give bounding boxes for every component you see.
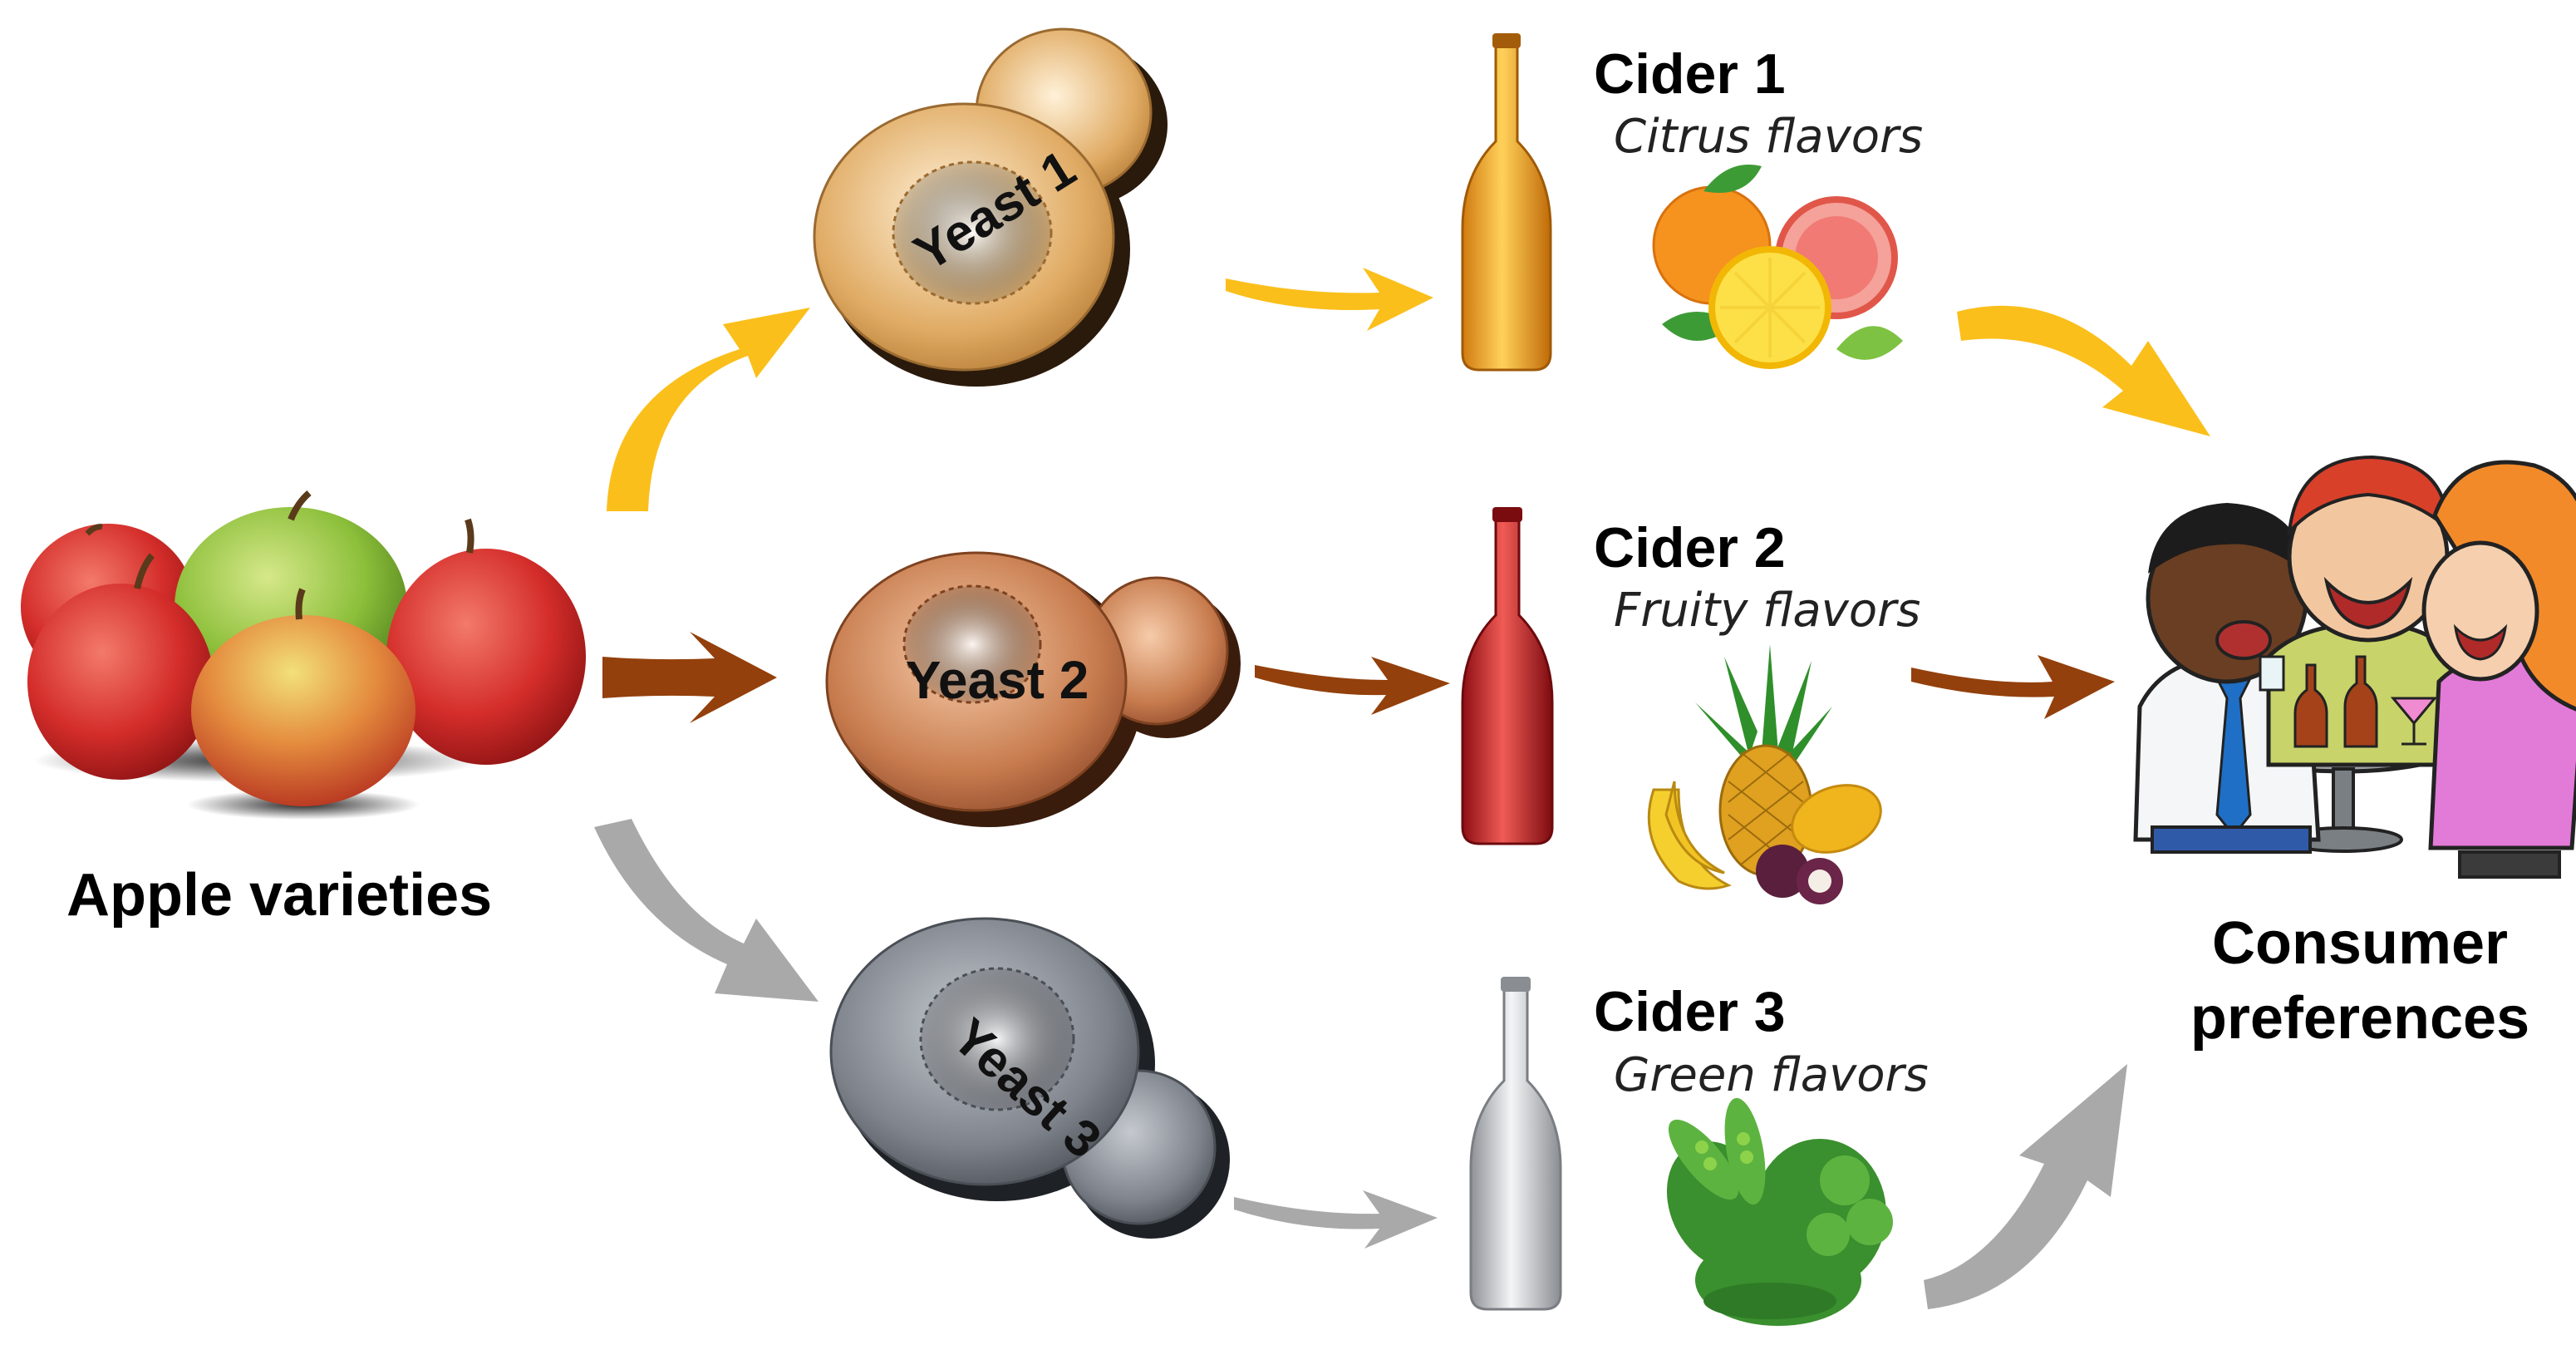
consumers-drinking-icon xyxy=(2133,455,2576,879)
arrow-apples-to-yeast2 xyxy=(602,632,777,723)
citrus-fruits-icon xyxy=(1652,165,1903,369)
cider-3-flavor: Green flavors xyxy=(1614,1048,1929,1102)
yeast-3-cell: Yeast 3 xyxy=(829,917,1230,1239)
cider-2-flavor: Fruity flavors xyxy=(1614,584,1920,638)
cider-1-flavor: Citrus flavors xyxy=(1614,110,1923,164)
yeast-1-cell: Yeast 1 xyxy=(813,27,1168,387)
arrow-yeast3-to-cider3 xyxy=(1234,1190,1438,1249)
yeast-2-cell: Yeast 2 xyxy=(825,551,1241,827)
green-vegetables-icon xyxy=(1666,1097,1893,1326)
arrow-yeast2-to-cider2 xyxy=(1255,657,1450,715)
cider-1-title: Cider 1 xyxy=(1594,42,1786,106)
arrow-cider3-to-consumers xyxy=(1924,1064,2127,1309)
apple-varieties-label: Apple varieties xyxy=(66,862,493,929)
cider-1-bottle-icon xyxy=(1461,33,1552,372)
cider-3-title: Cider 3 xyxy=(1594,980,1786,1043)
apples-icon xyxy=(21,490,586,820)
yeast-2-label: Yeast 2 xyxy=(906,650,1089,710)
arrow-apples-to-yeast3 xyxy=(594,819,819,1002)
cider-2-bottle-icon xyxy=(1461,507,1554,845)
consumer-preferences-label: Consumer preferences xyxy=(2190,910,2530,1052)
cider-3-bottle-icon xyxy=(1469,977,1562,1311)
tropical-fruits-icon xyxy=(1647,644,1882,904)
arrow-apples-to-yeast1 xyxy=(607,308,810,511)
arrow-yeast1-to-cider1 xyxy=(1226,268,1433,331)
arrow-cider2-to-consumers xyxy=(1911,655,2115,719)
arrow-cider1-to-consumers xyxy=(1957,305,2210,436)
cider-2-title: Cider 2 xyxy=(1594,516,1786,579)
